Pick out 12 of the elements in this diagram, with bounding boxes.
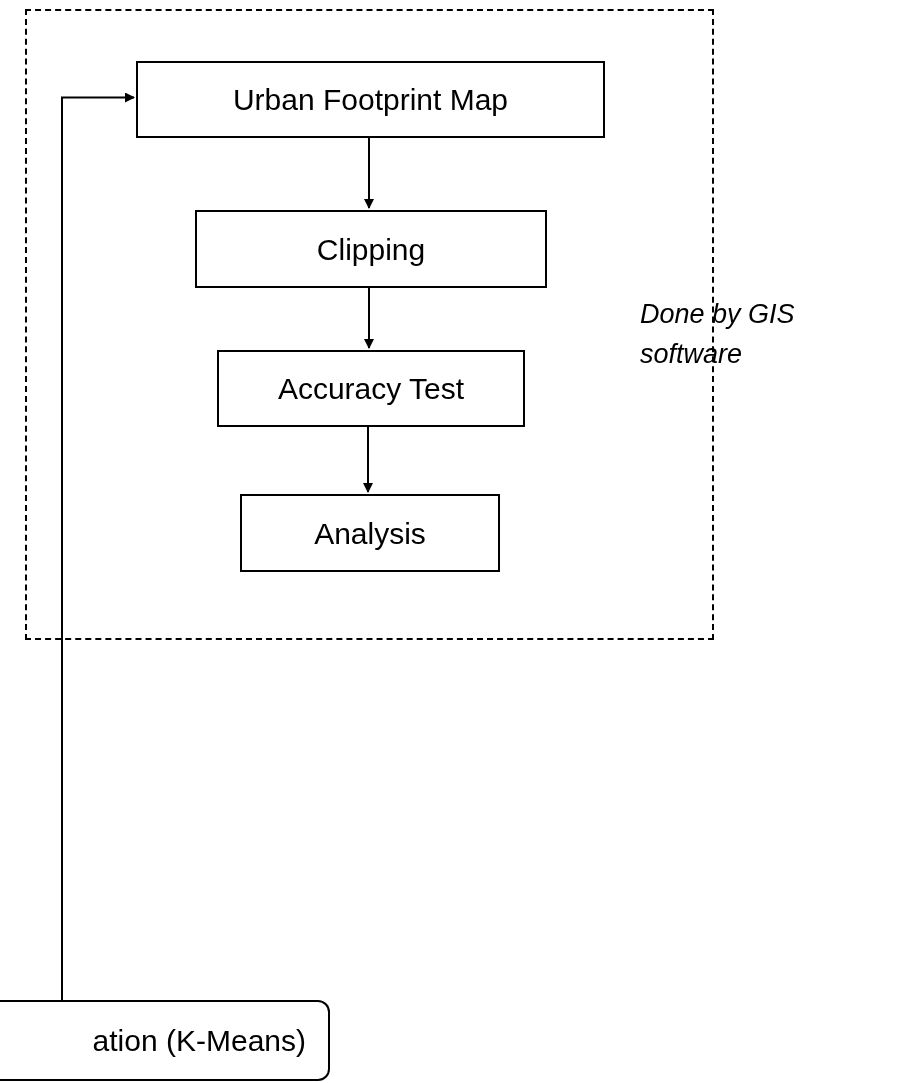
box-label: Clipping <box>316 231 426 268</box>
box-label: Accuracy Test <box>277 371 465 407</box>
process-box <box>240 494 500 572</box>
process-box <box>195 210 547 288</box>
group-note: Done by GIS software <box>640 298 796 371</box>
arrow <box>61 92 135 1001</box>
box-label: Analysis <box>314 515 426 552</box>
process-box <box>136 61 605 138</box>
box-label: Urban Footprint Map <box>232 82 509 118</box>
rounded-process-box <box>0 1000 330 1081</box>
process-box <box>217 350 525 427</box>
box-label: ation (K-Means) <box>92 1023 306 1059</box>
